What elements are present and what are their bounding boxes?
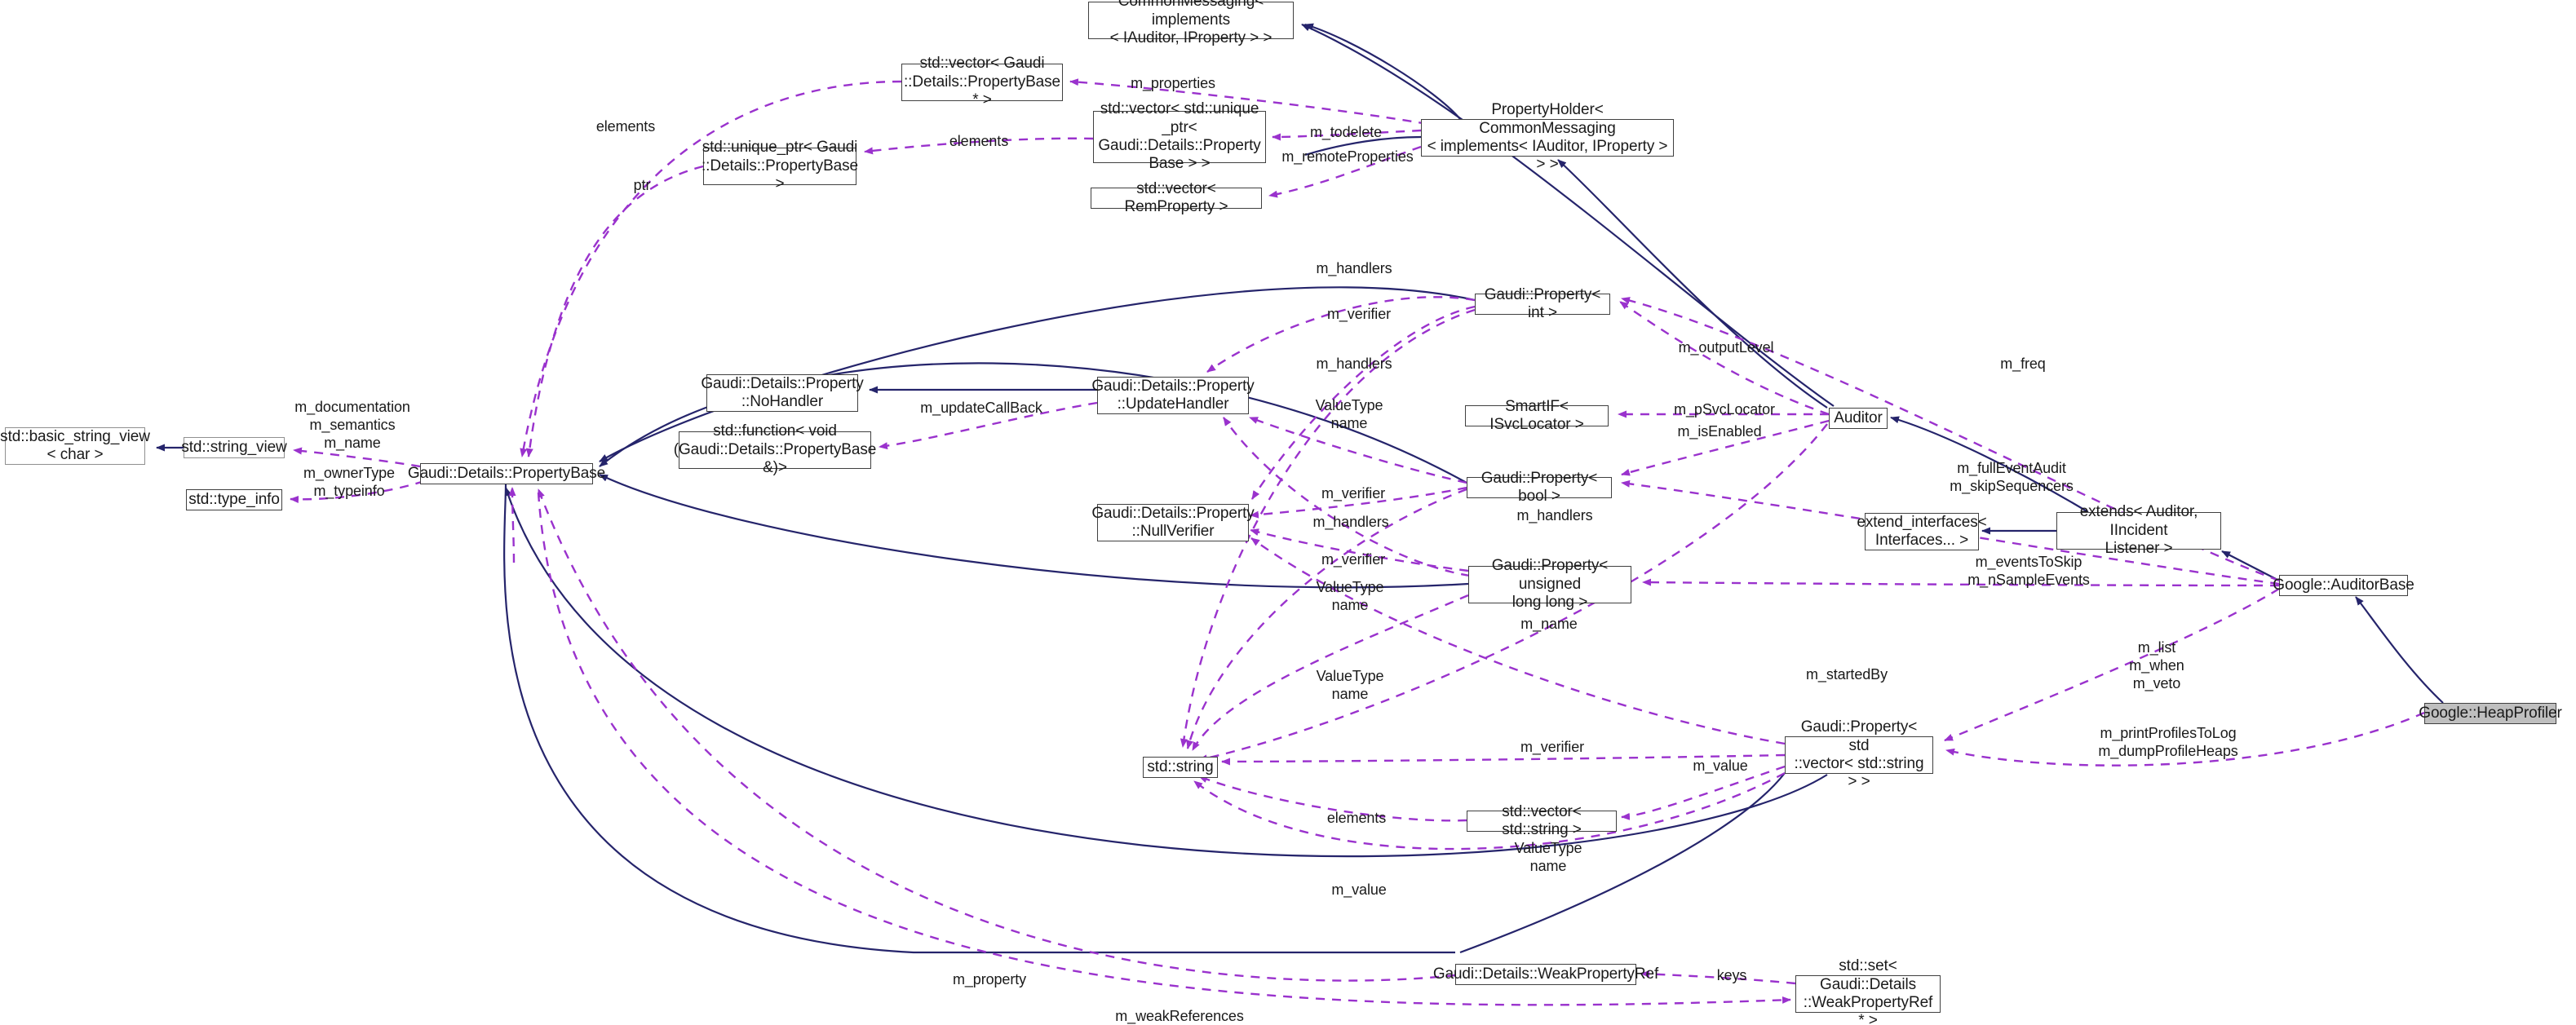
node-std-function-void[interactable]: std::function< void (Gaudi::Details::Pro… bbox=[673, 422, 877, 477]
node-basic-string-view[interactable]: std::basic_string_view < char > bbox=[0, 427, 150, 465]
edge-label-m-value-2: m_value bbox=[1331, 881, 1387, 899]
node-unique-ptr-propertybase[interactable]: std::unique_ptr< Gaudi ::Details::Proper… bbox=[702, 139, 859, 193]
edge-label-m-verifier-2: m_verifier bbox=[1321, 485, 1386, 502]
node-commonmessaging[interactable]: CommonMessaging< implements < IAuditor, … bbox=[1088, 0, 1294, 46]
edge-label-m-properties: m_properties bbox=[1131, 75, 1215, 92]
node-string-view[interactable]: std::string_view bbox=[181, 437, 287, 458]
node-property-bool[interactable]: Gaudi::Property< bool > bbox=[1467, 470, 1612, 505]
edge-label-m-verifier-3: m_verifier bbox=[1321, 551, 1386, 568]
edge-label-m-freq: m_freq bbox=[2000, 356, 2046, 373]
edge-label-m-printprofilestolog: m_printProfilesToLog m_dumpProfileHeaps bbox=[2098, 725, 2238, 759]
edge-label-elements-bottom: elements bbox=[1326, 810, 1387, 827]
edge-label-m-value-1: m_value bbox=[1693, 758, 1748, 775]
node-auditor[interactable]: Auditor bbox=[1829, 408, 1888, 429]
node-propertyholder[interactable]: PropertyHolder< CommonMessaging < implem… bbox=[1421, 101, 1674, 173]
node-property-nullverifier[interactable]: Gaudi::Details::Property ::NullVerifier bbox=[1091, 504, 1255, 541]
node-property-nohandler[interactable]: Gaudi::Details::Property ::NoHandler bbox=[701, 374, 864, 412]
edge-label-elements-mid: elements bbox=[949, 133, 1009, 150]
edge-label-ptr: ptr bbox=[633, 177, 651, 194]
node-vector-remproperty[interactable]: std::vector< RemProperty > bbox=[1091, 180, 1262, 215]
edge-label-m-property: m_property bbox=[952, 971, 1027, 988]
edge-label-m-weakreferences: m_weakReferences bbox=[1115, 1008, 1244, 1025]
edge-label-m-fulleventaudit: m_fullEventAudit m_skipSequencers bbox=[1950, 460, 2074, 494]
edge-label-m-isenabled: m_isEnabled bbox=[1677, 423, 1762, 440]
edge-label-m-handlers-1: m_handlers bbox=[1316, 260, 1392, 277]
node-vector-unique-ptr-propertybase[interactable]: std::vector< std::unique _ptr< Gaudi::De… bbox=[1093, 100, 1266, 172]
edge-label-m-verifier-4: m_verifier bbox=[1520, 739, 1585, 756]
edge-label-m-handlers-2: m_handlers bbox=[1316, 356, 1392, 373]
edge-label-valuetype-name-4: ValueType name bbox=[1514, 840, 1582, 874]
edge-label-m-outputlevel: m_outputLevel bbox=[1678, 339, 1774, 356]
edge-label-valuetype-name-1: ValueType name bbox=[1315, 397, 1383, 431]
node-vector-propertybase-ptr[interactable]: std::vector< Gaudi ::Details::PropertyBa… bbox=[901, 55, 1063, 108]
edge-label-m-todelete: m_todelete bbox=[1309, 124, 1383, 141]
node-type-info[interactable]: std::type_info bbox=[186, 489, 282, 510]
edge-label-m-eventstoskip: m_eventsToSkip m_nSampleEvents bbox=[1967, 554, 2090, 588]
node-extends-auditor-iincidentlistener[interactable]: extends< Auditor, IIncident Listener > bbox=[2056, 503, 2221, 557]
edge-label-m-handlers-4: m_handlers bbox=[1516, 507, 1593, 524]
edge-label-keys: keys bbox=[1716, 967, 1747, 984]
node-property-vector-string[interactable]: Gaudi::Property< std ::vector< std::stri… bbox=[1785, 718, 1933, 790]
edge-label-valuetype-name-2: ValueType name bbox=[1316, 579, 1384, 613]
node-weakpropertyref[interactable]: Gaudi::Details::WeakPropertyRef bbox=[1433, 964, 1658, 985]
edge-label-m-startedby: m_startedBy bbox=[1806, 666, 1888, 683]
edge-label-m-list: m_list m_when m_veto bbox=[2129, 639, 2184, 691]
node-set-weakpropertyref[interactable]: std::set< Gaudi::Details ::WeakPropertyR… bbox=[1795, 957, 1941, 1025]
node-property-unsigned-long-long[interactable]: Gaudi::Property< unsigned long long > bbox=[1468, 557, 1631, 611]
node-property-updatehandler[interactable]: Gaudi::Details::Property ::UpdateHandler bbox=[1091, 377, 1255, 414]
node-std-string[interactable]: std::string bbox=[1143, 757, 1218, 778]
node-smartif-isvclocator[interactable]: SmartIF< ISvcLocator > bbox=[1465, 398, 1609, 433]
edge-label-m-handlers-3: m_handlers bbox=[1312, 514, 1389, 531]
edge-label-m-updatecallback: m_updateCallBack bbox=[920, 400, 1042, 417]
edge-label-m-name: m_name bbox=[1520, 616, 1578, 633]
edge-label-m-psvclocator: m_pSvcLocator bbox=[1674, 401, 1775, 418]
edge-label-m-ownertype: m_ownerType m_typeinfo bbox=[303, 465, 395, 499]
edge-label-valuetype-name-3: ValueType name bbox=[1316, 668, 1384, 702]
node-extend-interfaces[interactable]: extend_interfaces< Interfaces... > bbox=[1857, 513, 1987, 550]
node-google-auditorbase[interactable]: Google::AuditorBase bbox=[2273, 575, 2414, 596]
edge-label-m-verifier-1: m_verifier bbox=[1326, 306, 1392, 323]
edge-label-m-documentation: m_documentation m_semantics m_name bbox=[294, 399, 410, 451]
node-property-int[interactable]: Gaudi::Property< int > bbox=[1475, 286, 1610, 321]
edge-label-m-remoteproperties: m_remoteProperties bbox=[1281, 148, 1414, 166]
node-propertybase[interactable]: Gaudi::Details::PropertyBase bbox=[408, 463, 605, 484]
node-vector-string[interactable]: std::vector< std::string > bbox=[1467, 803, 1617, 838]
node-google-heapprofiler[interactable]: Google::HeapProfiler bbox=[2419, 703, 2562, 724]
edge-label-elements-left: elements bbox=[595, 118, 656, 135]
